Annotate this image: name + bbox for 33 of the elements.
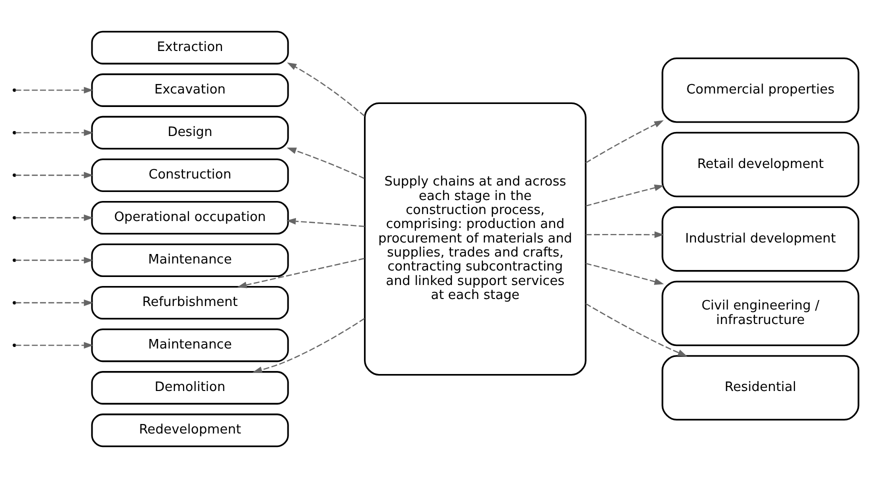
arrow bbox=[586, 262, 664, 284]
node-box: Residential bbox=[662, 354, 860, 420]
node-box: Operational occupation bbox=[91, 200, 289, 234]
node-box: Redevelopment bbox=[91, 413, 289, 447]
arrow bbox=[586, 230, 664, 238]
node-box: Maintenance bbox=[91, 242, 289, 277]
node-box: Maintenance bbox=[91, 328, 289, 362]
node-box: Excavation bbox=[91, 72, 289, 106]
arrow bbox=[15, 341, 94, 348]
arrow bbox=[586, 184, 664, 206]
node-box: Construction bbox=[91, 158, 289, 192]
arrow bbox=[15, 128, 94, 136]
node-box: Refurbishment bbox=[91, 286, 289, 320]
arrow bbox=[252, 318, 365, 373]
arrow bbox=[585, 302, 688, 356]
arrow bbox=[15, 214, 94, 221]
arrow bbox=[286, 218, 365, 227]
arrow bbox=[15, 298, 94, 306]
node-box: Retail development bbox=[662, 131, 860, 197]
arrow bbox=[15, 171, 94, 178]
node-box: Design bbox=[91, 115, 289, 149]
node-box: Supply chains at and across each stage in the construction process, comprising: production and procurement of materials and supplies, trades and crafts, contracting subcontracting and linked support services at each stage bbox=[364, 102, 586, 376]
arrow bbox=[237, 257, 365, 288]
node-box: Demolition bbox=[91, 370, 289, 404]
node-box: Extraction bbox=[91, 30, 289, 64]
arrow bbox=[15, 256, 94, 264]
node-box: Industrial development bbox=[662, 206, 860, 272]
node-box: Commercial properties bbox=[662, 56, 860, 122]
arrow bbox=[286, 147, 365, 178]
node-box: Civil engineering / infrastructure bbox=[662, 280, 860, 346]
arrow bbox=[287, 62, 365, 116]
arrow bbox=[585, 120, 664, 163]
arrow bbox=[15, 86, 94, 93]
